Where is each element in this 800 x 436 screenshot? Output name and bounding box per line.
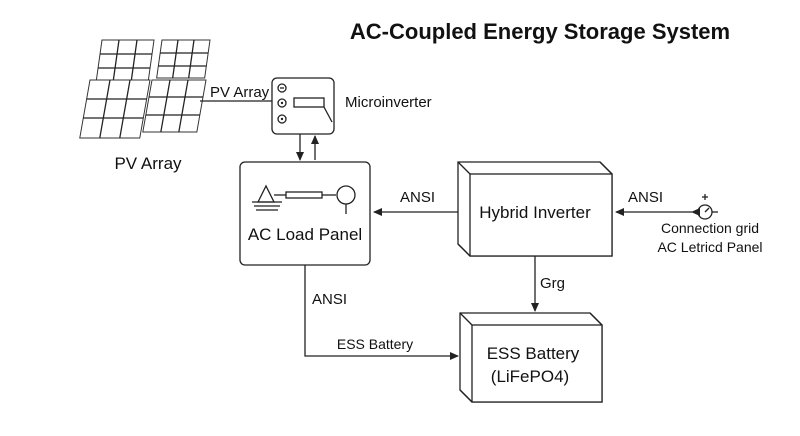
microinverter-node	[271, 77, 335, 135]
grid-to-hybrid-label: ANSI	[628, 189, 663, 206]
load-to-battery-label: ESS Battery	[337, 336, 413, 352]
ess-battery-chemistry-label: (LiFePO4)	[491, 367, 569, 386]
load-down-label: ANSI	[312, 291, 347, 308]
terminal-icon	[277, 83, 287, 93]
grid-label-line2: AC Letricd Panel	[657, 239, 762, 255]
hybrid-to-load-label: ANSI	[400, 189, 435, 206]
load-to-battery-path	[304, 265, 459, 360]
terminal-icon	[277, 114, 287, 124]
microinverter-label: Microinverter	[345, 94, 432, 111]
ess-battery-label: ESS Battery	[487, 344, 580, 363]
hybrid-inverter-label: Hybrid Inverter	[479, 203, 591, 222]
terminal-icon	[277, 98, 287, 108]
grid-label-line1: Connection grid	[661, 220, 759, 236]
ess-battery-node	[459, 312, 603, 403]
diagram-title: AC-Coupled Energy Storage System	[350, 19, 730, 44]
grid-meter-icon	[697, 194, 718, 220]
circuit-symbol-icon	[252, 184, 356, 214]
hybrid-to-battery-label: Grg	[540, 275, 565, 292]
hybrid-inverter-node	[457, 161, 613, 257]
ac-load-panel-node	[239, 161, 371, 266]
ac-load-panel-label: AC Load Panel	[248, 225, 362, 244]
pv-array-caption: PV Array	[114, 154, 182, 173]
microinverter-slot-icon	[293, 97, 325, 108]
pv-array-icon	[79, 39, 211, 139]
pv-array-line-label: PV Array	[210, 84, 270, 101]
